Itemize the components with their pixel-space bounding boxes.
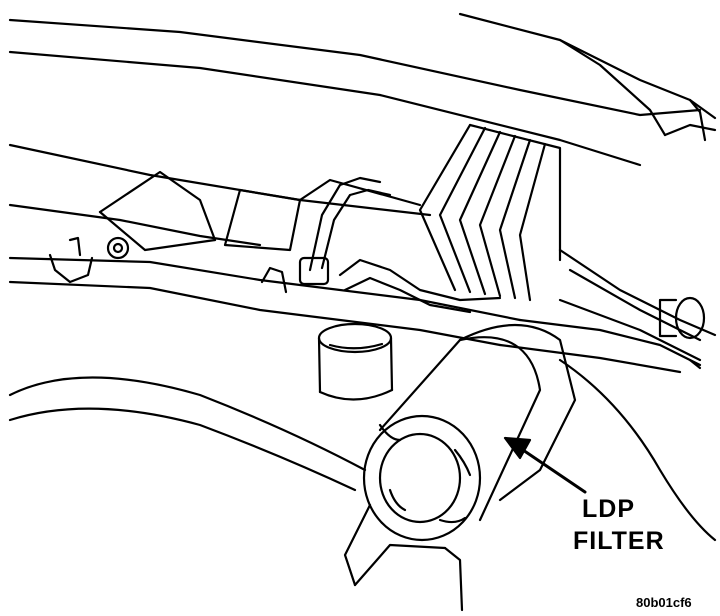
callout-label-ldp: LDP bbox=[582, 495, 635, 523]
upper-body-panel bbox=[10, 14, 715, 245]
frame-rail bbox=[10, 250, 715, 372]
small-fitting bbox=[262, 268, 286, 292]
figure-code: 80b01cf6 bbox=[636, 595, 692, 610]
radiator-ribs bbox=[420, 125, 560, 300]
housing-block bbox=[100, 172, 420, 250]
canister-body bbox=[319, 324, 392, 400]
vacuum-hose bbox=[300, 178, 390, 284]
ldp-filter-body[interactable] bbox=[364, 325, 575, 540]
lower-body-curve bbox=[10, 360, 715, 540]
callout-arrow bbox=[503, 436, 585, 492]
right-side-fitting bbox=[660, 298, 704, 368]
hose-loop bbox=[340, 260, 500, 312]
filter-mount-tab bbox=[345, 505, 462, 610]
mounting-bracket bbox=[50, 238, 128, 282]
callout-label-filter: FILTER bbox=[573, 527, 665, 555]
